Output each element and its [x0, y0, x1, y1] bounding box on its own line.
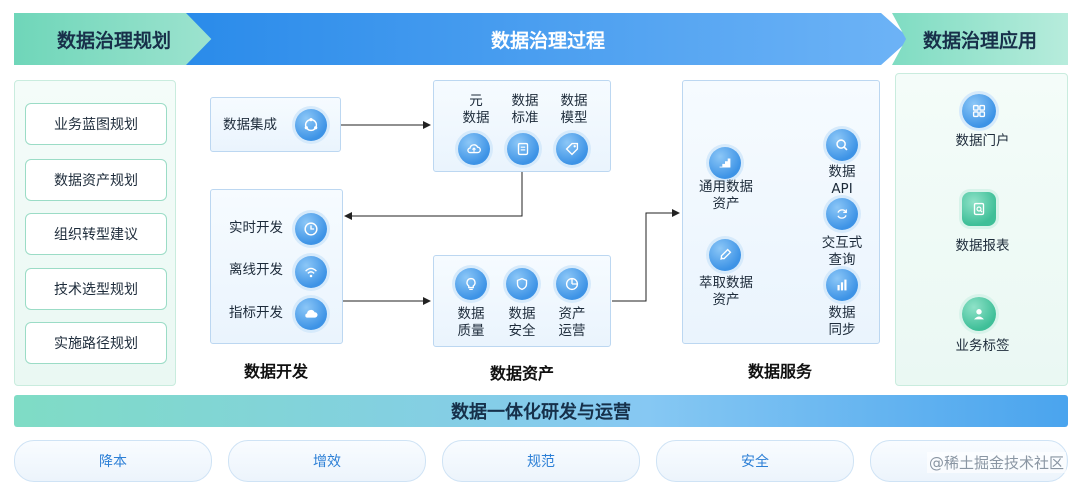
assets-box: 数据质量 数据安全 资产运营 — [433, 255, 611, 347]
pill-efficiency: 增效 — [228, 440, 426, 482]
cloud-icon — [295, 298, 327, 330]
integration-icon — [295, 109, 327, 141]
planning-banner-title: 数据治理规划 — [56, 29, 171, 52]
stairs-chart-icon — [709, 147, 741, 179]
process-banner: 数据治理过程 — [186, 13, 910, 65]
plan-item-tech-selection: 技术选型规划 — [25, 268, 167, 310]
process-banner-title: 数据治理过程 — [490, 29, 605, 52]
watermark: @稀土掘金技术社区 — [926, 452, 1066, 473]
user-tag-icon — [962, 297, 996, 331]
application-banner: 数据治理应用 — [892, 13, 1068, 65]
plan-item-business-blueprint: 业务蓝图规划 — [25, 103, 167, 145]
clock-icon — [295, 213, 327, 245]
lightbulb-icon — [455, 268, 487, 300]
search-icon — [826, 129, 858, 161]
plan-item-roadmap: 实施路径规划 — [25, 322, 167, 364]
planning-panel: 业务蓝图规划 数据资产规划 组织转型建议 技术选型规划 实施路径规划 — [14, 80, 176, 386]
plan-item-data-assets: 数据资产规划 — [25, 159, 167, 201]
dev-item-metric: 指标开发 — [229, 305, 283, 321]
app-data-report: 数据报表 — [955, 238, 1010, 254]
arrow-meta-to-development — [344, 172, 523, 220]
services-title: 数据服务 — [748, 362, 813, 381]
refresh-icon — [826, 198, 858, 230]
tag-icon — [556, 133, 588, 165]
integrated-rd-operations-bar: 数据一体化研发与运营 — [14, 395, 1068, 427]
asset-label-quality: 数据质量 — [457, 306, 485, 339]
wifi-icon — [295, 256, 327, 288]
app-business-tags: 业务标签 — [955, 338, 1010, 354]
arrow-assets-to-services — [612, 209, 680, 302]
meta-label-model: 数据模型 — [560, 93, 588, 126]
dev-item-offline: 离线开发 — [229, 262, 283, 278]
report-icon — [962, 192, 996, 226]
service-data-sync: 数据同步 — [828, 305, 856, 338]
grid-icon — [962, 94, 996, 128]
service-extracted-assets: 萃取数据资产 — [699, 275, 753, 308]
integration-label: 数据集成 — [223, 117, 277, 133]
pill-standardization: 规范 — [442, 440, 640, 482]
asset-label-operations: 资产运营 — [558, 306, 586, 339]
shield-icon — [506, 268, 538, 300]
pill-security: 安全 — [656, 440, 854, 482]
integration-box: 数据集成 — [210, 97, 341, 152]
pill-cost-reduction: 降本 — [14, 440, 212, 482]
service-general-assets: 通用数据资产 — [699, 179, 753, 212]
app-data-portal: 数据门户 — [955, 133, 1010, 149]
development-box: 实时开发 离线开发 指标开发 — [210, 189, 343, 344]
integrated-rd-operations-label: 数据一体化研发与运营 — [451, 402, 631, 423]
asset-label-security: 数据安全 — [508, 306, 536, 339]
application-banner-title: 数据治理应用 — [922, 29, 1037, 52]
bar-chart-icon — [826, 269, 858, 301]
service-interactive-query: 交互式查询 — [821, 235, 863, 268]
applications-panel: 数据门户 数据报表 业务标签 — [895, 73, 1068, 386]
plan-item-org-transform: 组织转型建议 — [25, 213, 167, 255]
meta-label-standard: 数据标准 — [511, 93, 539, 126]
dev-item-realtime: 实时开发 — [229, 220, 283, 236]
metadata-box: 元数据 数据标准 数据模型 — [433, 80, 611, 172]
meta-label-metadata: 元数据 — [462, 93, 490, 126]
development-title: 数据开发 — [244, 362, 309, 381]
assets-title: 数据资产 — [490, 364, 555, 383]
pie-chart-icon — [556, 268, 588, 300]
cloud-upload-icon — [458, 133, 490, 165]
pipette-icon — [709, 239, 741, 271]
planning-banner: 数据治理规划 — [14, 13, 214, 65]
document-icon — [507, 133, 539, 165]
